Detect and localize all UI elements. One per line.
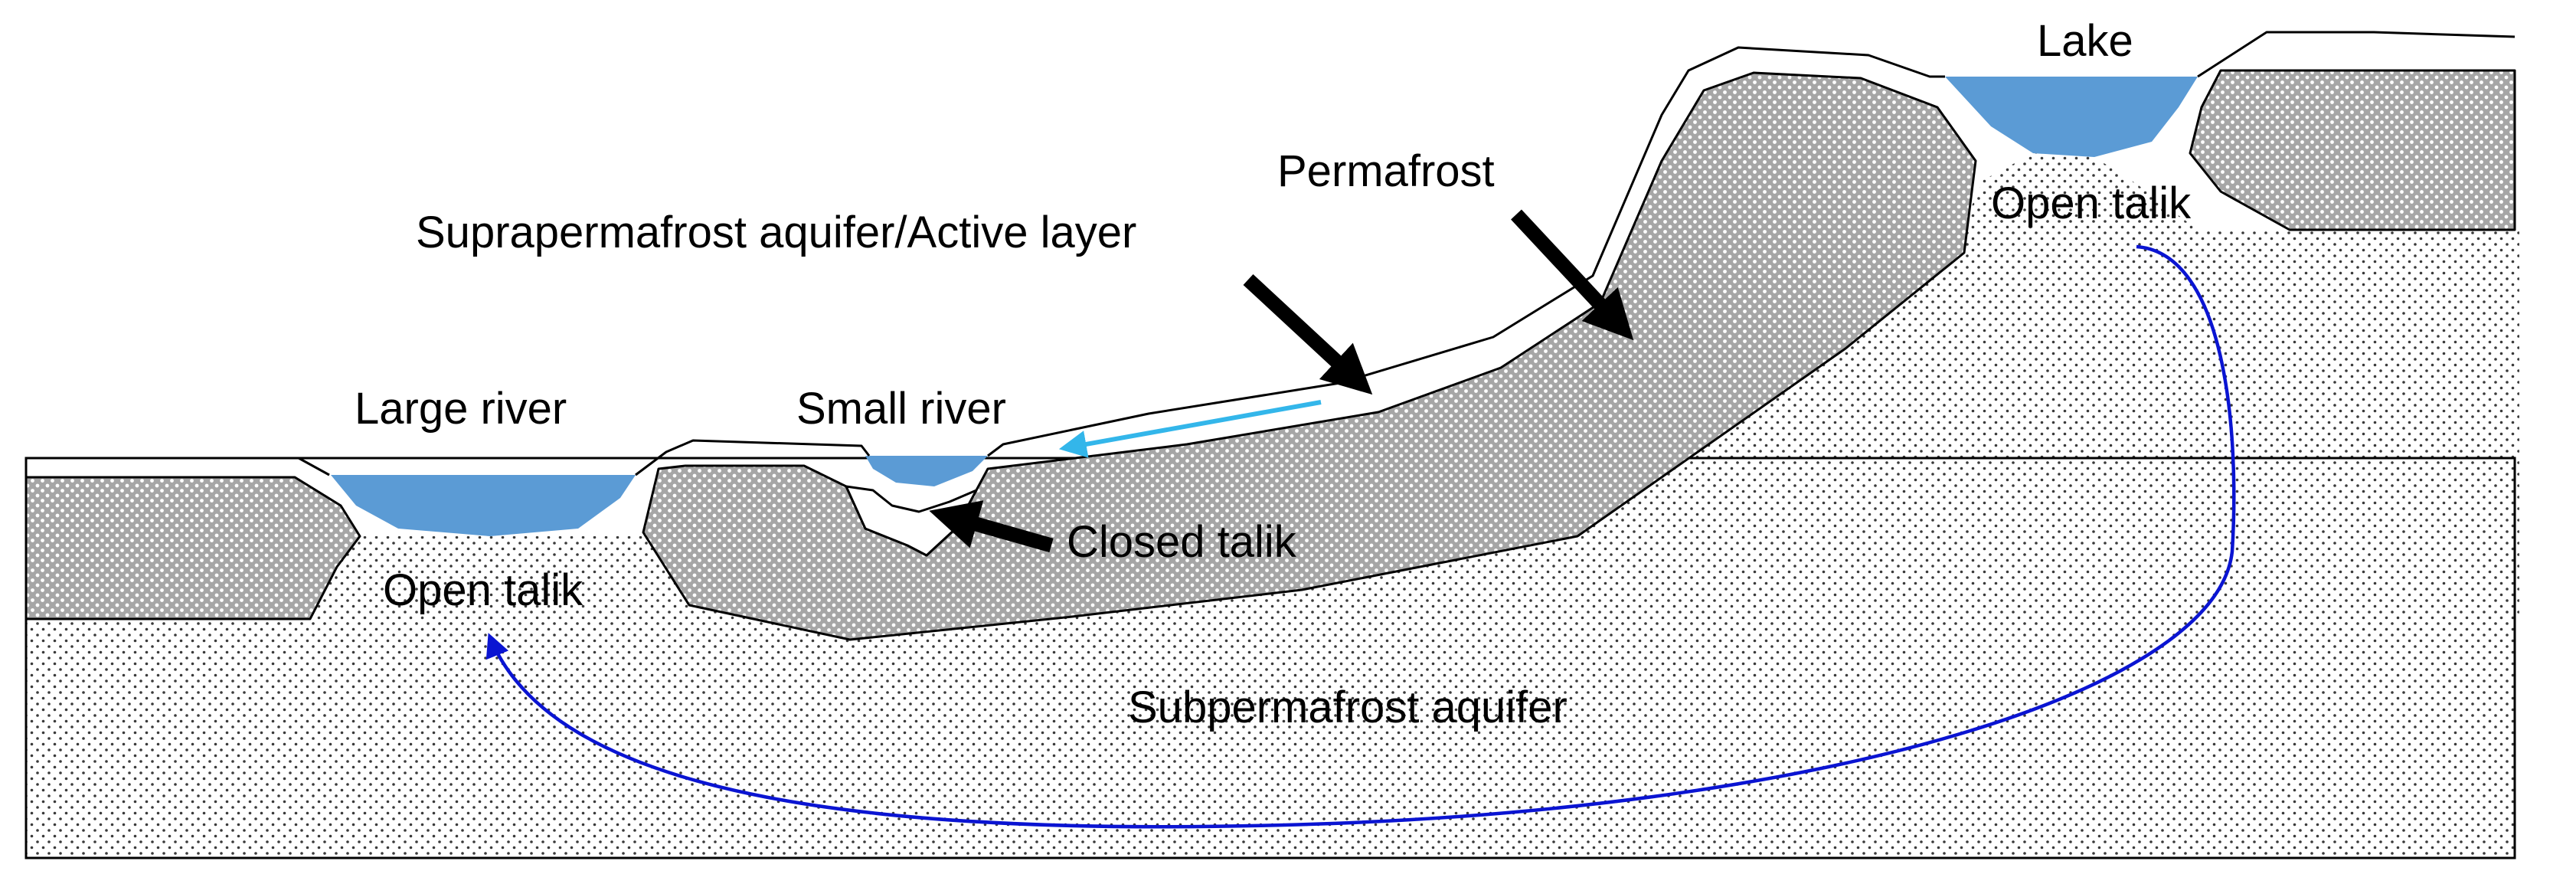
- talik-sand-region: [23, 153, 2519, 619]
- small-river-water: [865, 456, 988, 486]
- lake-label: Lake: [2037, 16, 2133, 66]
- open-talik-left-label: Open talik: [383, 565, 584, 615]
- closed-talik-pointer-arrow: [929, 500, 1054, 553]
- permafrost-pointer-arrow: [1511, 209, 1634, 341]
- small-river-label: Small river: [796, 384, 1006, 434]
- permafrost-label: Permafrost: [1277, 146, 1495, 196]
- open-talik-right-label: Open talik: [1991, 178, 2192, 228]
- subpermafrost-aquifer-region: [26, 615, 2515, 858]
- lake-water: [1945, 77, 2198, 157]
- suprapermafrost-flow-arrow: [1058, 400, 1322, 458]
- ground-surface-line: [26, 31, 2516, 476]
- permafrost-body-left: [25, 476, 361, 620]
- suprapermafrost-label: Suprapermafrost aquifer/Active layer: [416, 208, 1136, 257]
- active-layer-pointer-arrow: [1243, 274, 1373, 395]
- closed-talik-label: Closed talik: [1067, 517, 1297, 567]
- groundwater-flow-arrow: [485, 244, 2236, 829]
- large-river-label: Large river: [355, 384, 567, 434]
- large-river-water: [331, 475, 636, 536]
- permafrost-body-right: [2189, 69, 2516, 231]
- subpermafrost-label: Subpermafrost aquifer: [1128, 683, 1568, 732]
